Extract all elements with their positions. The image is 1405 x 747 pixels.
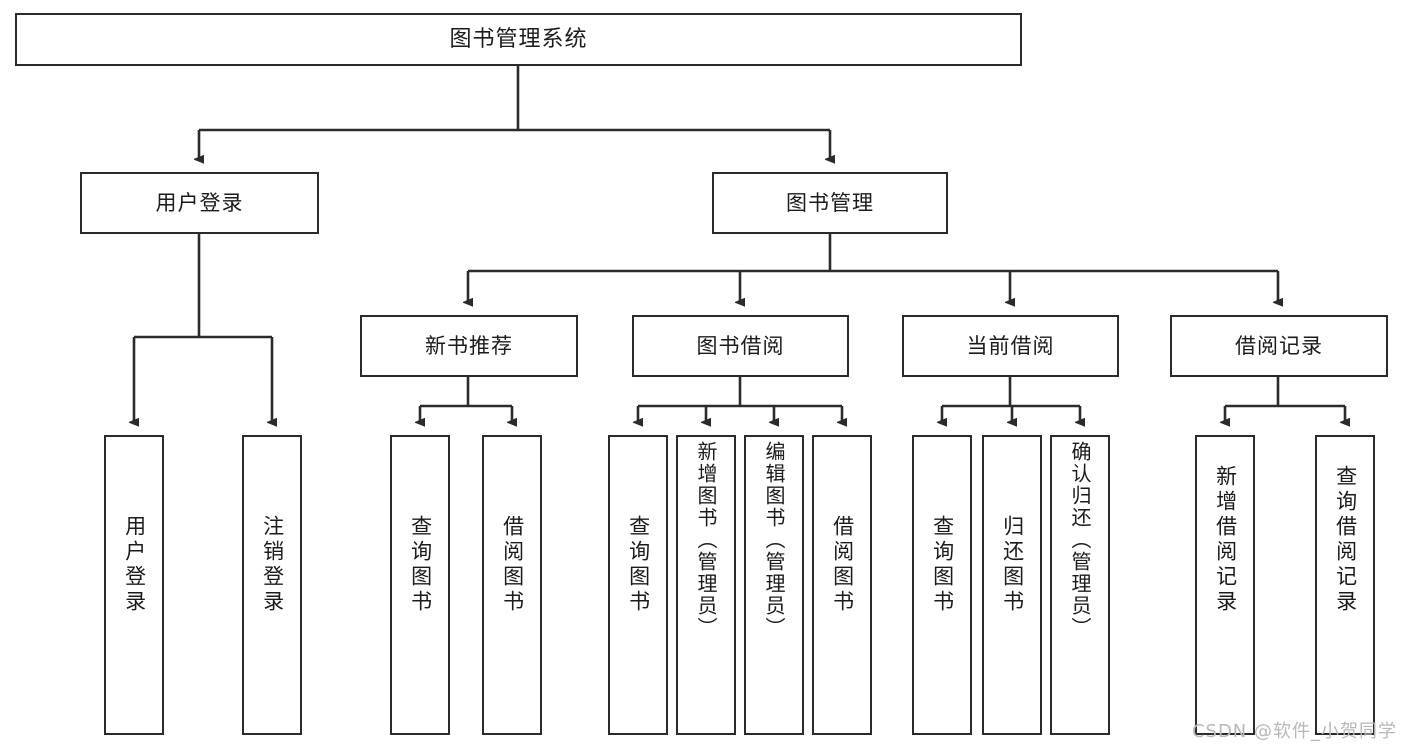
node-label: 借阅记录 [1235,333,1323,358]
leaf-logout-login[interactable]: 注销登录 [242,435,302,735]
leaf-label: 查询图书 [408,515,433,615]
leaf-query-book-current[interactable]: 查询图书 [912,435,972,735]
leaf-query-book-recommend[interactable]: 查询图书 [390,435,450,735]
node-book-management[interactable]: 图书管理 [712,172,948,234]
leaf-edit-book-admin[interactable]: 编辑图书（管理员） [744,435,804,735]
leaf-label: 用户登录 [122,515,147,615]
leaf-return-book[interactable]: 归还图书 [982,435,1042,735]
leaf-confirm-return-admin[interactable]: 确认归还（管理员） [1050,435,1110,735]
node-label: 新书推荐 [425,333,513,358]
node-borrow-record[interactable]: 借阅记录 [1170,315,1388,377]
leaf-add-book-admin[interactable]: 新增图书（管理员） [676,435,736,735]
leaf-label: 新增借阅记录 [1213,465,1238,615]
leaf-user-login[interactable]: 用户登录 [104,435,164,735]
leaf-label: 借阅图书 [830,515,855,615]
leaf-add-borrow-record[interactable]: 新增借阅记录 [1195,435,1255,735]
node-label: 当前借阅 [966,333,1055,358]
leaf-label: 查询图书 [930,515,955,615]
leaf-label: 借阅图书 [500,515,525,615]
node-new-book-recommend[interactable]: 新书推荐 [360,315,578,377]
node-user-login[interactable]: 用户登录 [80,172,319,234]
leaf-query-book-borrow[interactable]: 查询图书 [608,435,668,735]
leaf-borrow-book-recommend[interactable]: 借阅图书 [482,435,542,735]
leaf-query-borrow-record[interactable]: 查询借阅记录 [1315,435,1375,735]
node-current-borrow[interactable]: 当前借阅 [902,315,1119,377]
node-label: 用户登录 [155,190,244,215]
node-label: 图书借阅 [696,333,785,358]
leaf-label: 确认归还（管理员） [1068,441,1092,639]
leaf-label: 编辑图书（管理员） [762,441,786,639]
node-label: 图书管理系统 [449,26,588,52]
leaf-label: 查询图书 [626,515,651,615]
leaf-label: 归还图书 [1000,515,1025,615]
node-book-borrow[interactable]: 图书借阅 [632,315,849,377]
node-label: 图书管理 [786,190,874,215]
csdn-watermark: CSDN @软件_小贺同学 [1191,721,1397,742]
leaf-borrow-book[interactable]: 借阅图书 [812,435,872,735]
leaf-label: 注销登录 [260,515,285,615]
leaf-label: 查询借阅记录 [1333,465,1358,615]
leaf-label: 新增图书（管理员） [694,441,718,639]
node-root-system[interactable]: 图书管理系统 [15,13,1022,66]
